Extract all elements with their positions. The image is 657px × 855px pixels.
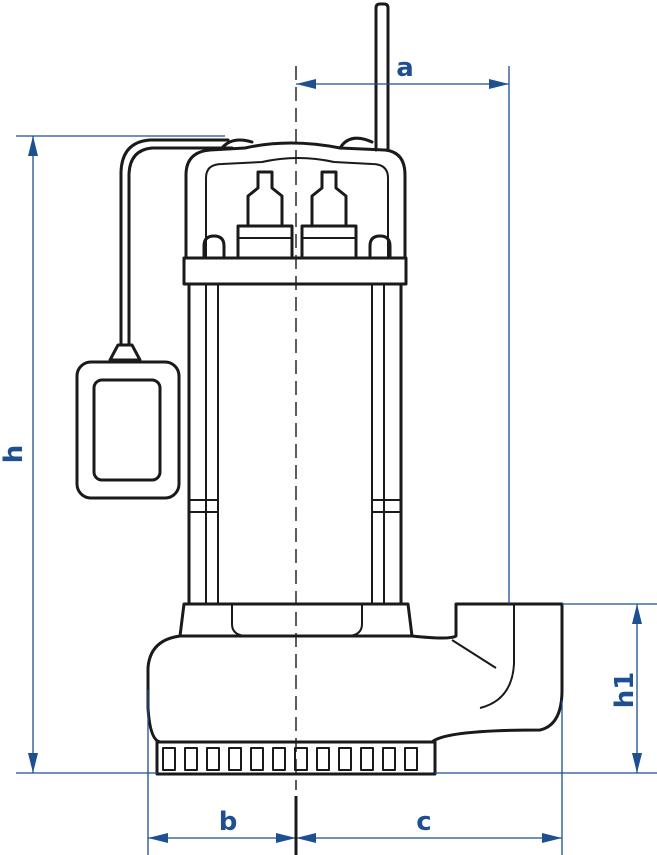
dimension-a: a: [296, 53, 510, 604]
strainer-slot: [272, 747, 286, 771]
housing-inner-curve: [451, 639, 497, 669]
dim-c-label: c: [416, 807, 431, 837]
bolt-right: [368, 234, 392, 260]
dim-a-label: a: [396, 53, 414, 83]
dim-h-label: h: [0, 445, 29, 464]
float-switch-cable-inner: [127, 146, 234, 347]
strainer-slot: [228, 747, 242, 771]
dimension-h: h: [0, 135, 225, 774]
strainer-slots: [162, 747, 418, 771]
dimension-c: c: [296, 700, 563, 855]
cable-gland-right: [310, 170, 348, 228]
strainer-slot: [382, 747, 396, 771]
motor-head: [184, 141, 407, 260]
strainer-slot: [360, 747, 374, 771]
dim-c-arrow-right: [542, 833, 562, 843]
gland-nut-right: [300, 224, 358, 260]
handle-bump-right: [338, 136, 374, 150]
strainer-slot: [184, 747, 198, 771]
dim-h1-arrow-top: [632, 604, 642, 624]
strainer-slot: [162, 747, 176, 771]
lower-flange-inner: [231, 604, 363, 637]
motor-body: [187, 282, 403, 606]
strainer-slot: [250, 747, 264, 771]
top-cable: [374, 2, 390, 152]
float-switch-neck: [108, 343, 142, 362]
pump-housing: [146, 602, 564, 744]
strainer-slot: [294, 747, 308, 771]
dim-b-arrow-left: [148, 833, 168, 843]
strainer-slot: [316, 747, 330, 771]
strainer-slot: [338, 747, 352, 771]
strainer-slot: [404, 747, 418, 771]
dim-h1-arrow-bottom: [632, 753, 642, 773]
dim-h-arrow-top: [28, 136, 38, 156]
head-flange: [182, 256, 408, 286]
dim-b-label: b: [219, 807, 238, 837]
pump-outline: [75, 2, 564, 776]
dim-c-arrow-left: [296, 833, 316, 843]
float-switch-cable: [119, 138, 230, 347]
bolt-left: [202, 234, 226, 260]
handle-bump-left: [220, 138, 254, 150]
outlet-inner-curve: [479, 604, 515, 709]
dimension-b: b: [147, 690, 296, 855]
strainer-slot: [206, 747, 220, 771]
float-switch-panel: [92, 378, 162, 482]
dim-a-arrow-right: [489, 79, 509, 89]
dimension-h1: h1: [435, 603, 657, 774]
dim-h1-label: h1: [610, 672, 640, 709]
cable-gland-left: [246, 170, 284, 228]
motor-head-inner: [205, 157, 389, 258]
dim-b-arrow-right: [276, 833, 296, 843]
gland-nut-left: [236, 224, 294, 260]
float-switch-body: [75, 360, 181, 500]
dim-a-arrow-left: [296, 79, 316, 89]
dim-h-arrow-bottom: [28, 753, 38, 773]
